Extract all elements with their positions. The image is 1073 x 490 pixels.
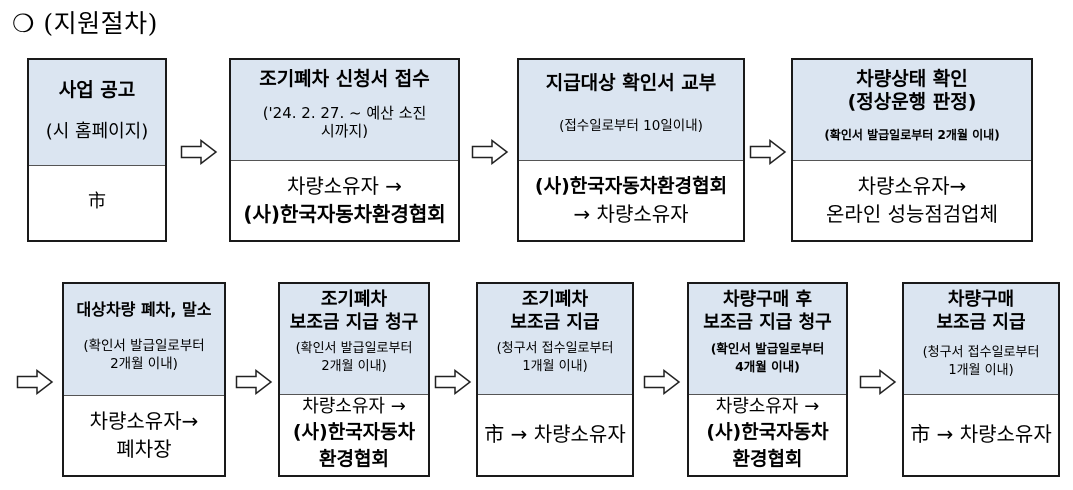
step-early-scrap-subsidy-claim: 조기폐차 보조금 지급 청구 (확인서 발급일로부터 2개월 이내) 차량소유자… bbox=[278, 282, 430, 477]
actor-line: 온라인 성능점검업체 bbox=[826, 202, 998, 226]
actor-line: 차량소유자→ bbox=[89, 409, 199, 433]
arrow-right-icon bbox=[235, 369, 273, 395]
section-title: ❍ (지원절차) bbox=[12, 9, 158, 38]
actor-line: (사)한국자동차환경협회 bbox=[534, 175, 728, 197]
actor-line: 차량소유자 → bbox=[715, 396, 820, 417]
step-actor: (사)한국자동차환경협회 → 차량소유자 bbox=[519, 160, 743, 240]
actor-line: 차량소유자 → bbox=[302, 396, 406, 417]
step-header: 지급대상 확인서 교부 (접수일로부터 10일이내) bbox=[519, 60, 743, 161]
step-header: 조기폐차 보조금 지급 (청구서 접수일로부터 1개월 이내) bbox=[478, 284, 632, 395]
actor-line: (사)한국자동차 bbox=[292, 421, 416, 443]
step-subtitle-line: 시까지) bbox=[320, 122, 369, 140]
step-title-line: 보조금 지급 청구 bbox=[703, 312, 832, 333]
step-business-announcement: 사업 공고 (시 홈페이지) 市 bbox=[27, 58, 167, 242]
step-subtitle-line: 1개월 이내) bbox=[948, 363, 1014, 378]
arrow-right-icon bbox=[749, 139, 787, 165]
step-subtitle-line: (확인서 발급일로부터 bbox=[710, 341, 825, 356]
actor-line: 市 → 차량소유자 bbox=[484, 422, 626, 446]
step-subtitle: (시 홈페이지) bbox=[45, 121, 149, 142]
step-vehicle-scrapping: 대상차량 폐차, 말소 (확인서 발급일로부터 2개월 이내) 차량소유자→ 폐… bbox=[62, 282, 226, 477]
step-actor: 차량소유자 → (사)한국자동차 환경협회 bbox=[280, 393, 428, 475]
arrow-right-icon bbox=[859, 369, 897, 395]
actor-line: (사)한국자동차환경협회 bbox=[243, 202, 446, 226]
step-header: 조기폐차 보조금 지급 청구 (확인서 발급일로부터 2개월 이내) bbox=[280, 284, 428, 395]
step-application-receipt: 조기폐차 신청서 접수 ('24. 2. 27. ~ 예산 소진 시까지) 차량… bbox=[229, 58, 460, 242]
arrow-right-icon bbox=[471, 139, 509, 165]
step-title: 지급대상 확인서 교부 bbox=[545, 72, 717, 94]
step-subtitle-line: 1개월 이내) bbox=[522, 359, 588, 374]
step-purchase-subsidy-claim: 차량구매 후 보조금 지급 청구 (확인서 발급일로부터 4개월 이내) 차량소… bbox=[687, 282, 848, 477]
step-subtitle: (접수일로부터 10일이내) bbox=[559, 118, 703, 134]
step-subtitle: (확인서 발급일로부터 2개월 이내) bbox=[824, 128, 1000, 142]
actor-line: 차량소유자→ bbox=[857, 174, 967, 198]
step-title-line: 차량상태 확인 bbox=[856, 68, 968, 90]
actor-line: 차량소유자 → bbox=[286, 174, 403, 198]
step-title: 사업 공고 bbox=[58, 79, 136, 101]
step-header: 차량상태 확인 (정상운행 판정) (확인서 발급일로부터 2개월 이내) bbox=[793, 60, 1031, 161]
step-subtitle-line: (확인서 발급일로부터 bbox=[83, 338, 205, 354]
actor-line: 市 → 차량소유자 bbox=[910, 422, 1052, 446]
actor-line: (사)한국자동차 bbox=[706, 421, 829, 443]
step-title-line: 보조금 지급 bbox=[936, 312, 1026, 333]
step-title-line: 조기폐차 bbox=[320, 289, 388, 310]
actor-line: → 차량소유자 bbox=[573, 202, 689, 226]
actor-line: 환경협회 bbox=[732, 448, 803, 470]
step-title: 조기폐차 신청서 접수 bbox=[259, 68, 430, 90]
step-title: 대상차량 폐차, 말소 bbox=[76, 300, 212, 319]
step-header: 차량구매 후 보조금 지급 청구 (확인서 발급일로부터 4개월 이내) bbox=[689, 284, 846, 395]
actor-line: 폐차장 bbox=[116, 437, 172, 461]
step-header: 대상차량 폐차, 말소 (확인서 발급일로부터 2개월 이내) bbox=[64, 284, 224, 396]
step-header: 차량구매 보조금 지급 (청구서 접수일로부터 1개월 이내) bbox=[904, 284, 1058, 395]
step-purchase-subsidy-payment: 차량구매 보조금 지급 (청구서 접수일로부터 1개월 이내) 市 → 차량소유… bbox=[902, 282, 1060, 477]
step-title-line: 차량구매 후 bbox=[722, 289, 813, 310]
step-actor: 市 bbox=[29, 164, 165, 240]
step-actor: 市 → 차량소유자 bbox=[478, 393, 632, 475]
step-actor: 차량소유자→ 폐차장 bbox=[64, 395, 224, 475]
step-eligibility-confirmation: 지급대상 확인서 교부 (접수일로부터 10일이내) (사)한국자동차환경협회 … bbox=[517, 58, 745, 242]
step-subtitle-line: ('24. 2. 27. ~ 예산 소진 bbox=[262, 104, 427, 122]
step-actor: 市 → 차량소유자 bbox=[904, 393, 1058, 475]
step-subtitle-line: (확인서 발급일로부터 bbox=[295, 341, 413, 356]
step-subtitle-line: 4개월 이내) bbox=[735, 359, 800, 374]
step-title-line: 보조금 지급 bbox=[510, 312, 600, 333]
step-subtitle-line: 2개월 이내) bbox=[110, 356, 178, 372]
arrow-right-icon bbox=[180, 139, 218, 165]
step-actor: 차량소유자 → (사)한국자동차환경협회 bbox=[231, 160, 458, 240]
step-header: 사업 공고 (시 홈페이지) bbox=[29, 60, 165, 166]
step-header: 조기폐차 신청서 접수 ('24. 2. 27. ~ 예산 소진 시까지) bbox=[231, 60, 458, 161]
arrow-right-icon bbox=[434, 369, 472, 395]
step-title-line: 조기폐차 bbox=[521, 289, 589, 310]
step-subtitle-line: (청구서 접수일로부터 bbox=[496, 341, 614, 356]
step-actor: 차량소유자→ 온라인 성능점검업체 bbox=[793, 160, 1031, 240]
step-subtitle-line: 2개월 이내) bbox=[321, 359, 387, 374]
step-subtitle-line: (청구서 접수일로부터 bbox=[922, 345, 1040, 360]
actor-line: 환경협회 bbox=[319, 448, 389, 470]
step-actor: 차량소유자 → (사)한국자동차 환경협회 bbox=[689, 393, 846, 475]
arrow-right-icon bbox=[643, 369, 681, 395]
step-title-line: 차량구매 bbox=[947, 289, 1015, 310]
step-title-line: (정상운행 판정) bbox=[847, 91, 977, 113]
step-title-line: 보조금 지급 청구 bbox=[289, 312, 419, 333]
arrow-right-icon bbox=[16, 369, 54, 395]
actor-line: 市 bbox=[88, 191, 106, 212]
step-vehicle-inspection: 차량상태 확인 (정상운행 판정) (확인서 발급일로부터 2개월 이내) 차량… bbox=[791, 58, 1033, 242]
step-early-scrap-subsidy-payment: 조기폐차 보조금 지급 (청구서 접수일로부터 1개월 이내) 市 → 차량소유… bbox=[476, 282, 634, 477]
